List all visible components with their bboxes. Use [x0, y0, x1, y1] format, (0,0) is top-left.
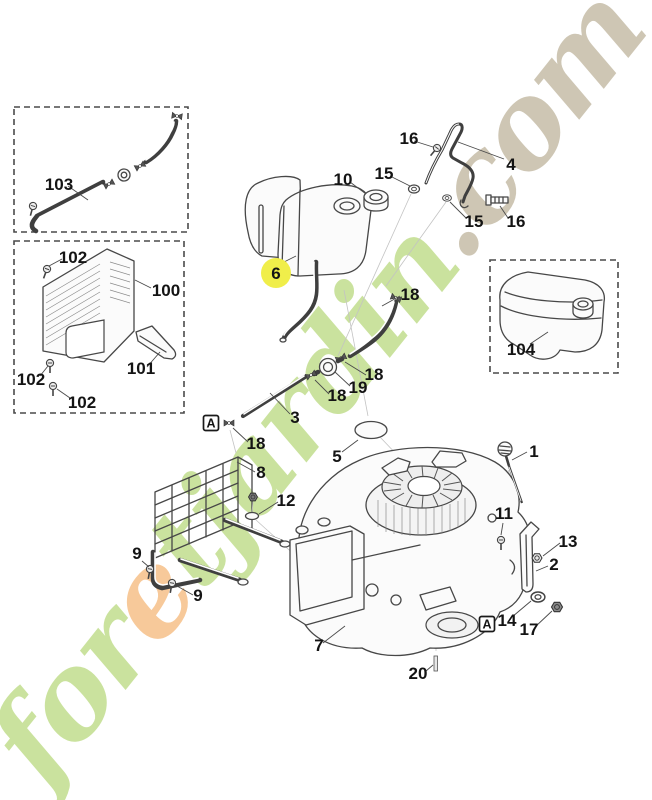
wire-guard-8	[143, 456, 291, 595]
svg-text:A: A	[206, 417, 215, 431]
tank-104	[499, 271, 606, 360]
fuel-hose-103	[26, 112, 183, 234]
callout-18[interactable]: 18	[365, 365, 384, 384]
washer-14-icon	[530, 591, 546, 603]
callout-10[interactable]: 10	[334, 170, 353, 189]
callout-101[interactable]: 101	[127, 359, 155, 378]
air-filter-box	[289, 525, 365, 626]
cap-10	[363, 189, 389, 212]
callout-103[interactable]: 103	[45, 175, 73, 194]
tank-cap-icon	[333, 197, 361, 215]
callout-11[interactable]: 11	[495, 504, 513, 523]
nut-17-icon	[550, 601, 564, 613]
callout-6[interactable]: 6	[271, 264, 280, 283]
callout-15[interactable]: 15	[375, 164, 394, 183]
ref-marker-layer: AA	[202, 414, 496, 633]
callout-3[interactable]: 3	[290, 408, 299, 427]
callout-102[interactable]: 102	[17, 370, 45, 389]
leader-lines	[39, 140, 561, 672]
cover-box	[13, 240, 185, 414]
callout-12[interactable]: 12	[277, 491, 296, 510]
callout-102[interactable]: 102	[68, 393, 96, 412]
callout-1[interactable]: 1	[529, 442, 538, 461]
pin-20	[433, 655, 438, 672]
hose-cluster	[223, 293, 403, 440]
callout-16[interactable]: 16	[400, 129, 419, 148]
callout-104[interactable]: 104	[507, 340, 536, 359]
grid	[154, 456, 253, 559]
fuel-filter-19	[311, 356, 345, 377]
callout-4[interactable]: 4	[506, 155, 516, 174]
ref-marker-A: A	[478, 615, 496, 633]
callout-13[interactable]: 13	[559, 532, 578, 551]
group-boxes	[13, 106, 619, 414]
tank-104-box	[489, 259, 619, 374]
callout-20[interactable]: 20	[409, 664, 428, 683]
tube-3	[240, 374, 308, 419]
bolt-16-icon	[485, 194, 509, 206]
callout-18[interactable]: 18	[328, 386, 347, 405]
callout-18[interactable]: 18	[247, 434, 266, 453]
callout-7[interactable]: 7	[314, 636, 323, 655]
clamp-icon	[102, 178, 116, 190]
callout-15[interactable]: 15	[465, 212, 484, 231]
callout-16[interactable]: 16	[507, 212, 526, 231]
screw-icon	[39, 263, 53, 281]
shroud-hatch	[377, 498, 466, 536]
washer-15-icon	[442, 194, 452, 202]
gasket-5	[354, 420, 388, 440]
fuel-line-box	[13, 106, 189, 233]
nut-13-icon	[531, 553, 543, 563]
callout-14[interactable]: 14	[498, 611, 517, 630]
bracket-101	[135, 325, 177, 360]
callout-9[interactable]: 9	[193, 586, 202, 605]
right-hardware	[433, 441, 564, 672]
highlight-circle	[261, 258, 291, 288]
callout-5[interactable]: 5	[332, 447, 341, 466]
dipstick-1	[497, 441, 524, 504]
callout-102[interactable]: 102	[59, 248, 87, 267]
screw-icon	[48, 381, 58, 397]
callout-9[interactable]: 9	[132, 544, 141, 563]
washer-15-icon	[407, 184, 421, 194]
cover-100	[39, 248, 177, 397]
inline-filter-icon	[117, 168, 131, 182]
svg-text:A: A	[482, 618, 491, 632]
callout-8[interactable]: 8	[256, 463, 265, 482]
callout-2[interactable]: 2	[549, 555, 558, 574]
engine-7	[289, 446, 531, 657]
wire-4	[424, 122, 509, 209]
callout-19[interactable]: 19	[349, 378, 368, 397]
nut-washer-12	[244, 492, 260, 521]
clamp-icon	[171, 112, 183, 120]
callout-17[interactable]: 17	[520, 620, 539, 639]
callout-18[interactable]: 18	[401, 285, 420, 304]
callout-100[interactable]: 100	[152, 281, 180, 300]
ref-marker-A: A	[202, 414, 220, 432]
bracket-2	[519, 521, 540, 593]
fuel-tank-6	[244, 175, 372, 343]
